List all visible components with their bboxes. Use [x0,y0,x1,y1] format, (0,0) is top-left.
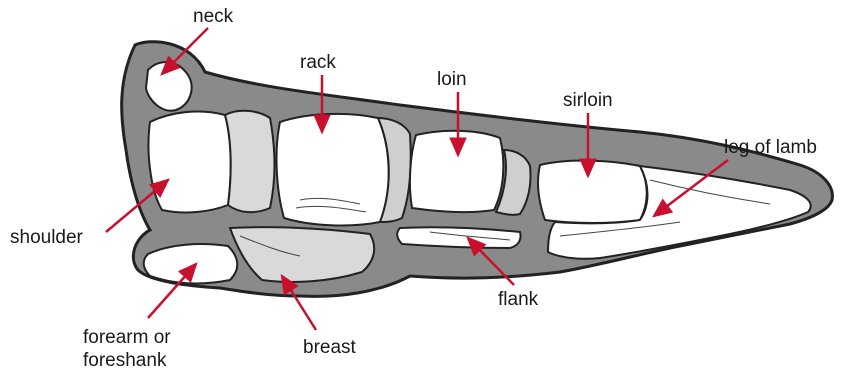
label-rack: rack [300,52,336,73]
shoulder-joint [225,111,275,212]
label-loin: loin [437,69,467,90]
label-leg-of-lamb: leg of lamb [724,137,817,158]
loin-region [410,131,503,212]
sirloin-region [538,161,647,223]
label-flank: flank [498,289,539,310]
shoulder-region [149,111,231,212]
label-breast: breast [303,337,357,358]
label-forearm-line1: forearm or [83,327,171,348]
rack-region [277,114,389,226]
label-sirloin: sirloin [563,90,613,111]
label-forearm-line2: foreshank [83,350,167,371]
label-shoulder: shoulder [10,227,84,248]
foreshank-region [144,244,238,283]
label-neck: neck [193,6,234,27]
flank-region [397,227,520,248]
